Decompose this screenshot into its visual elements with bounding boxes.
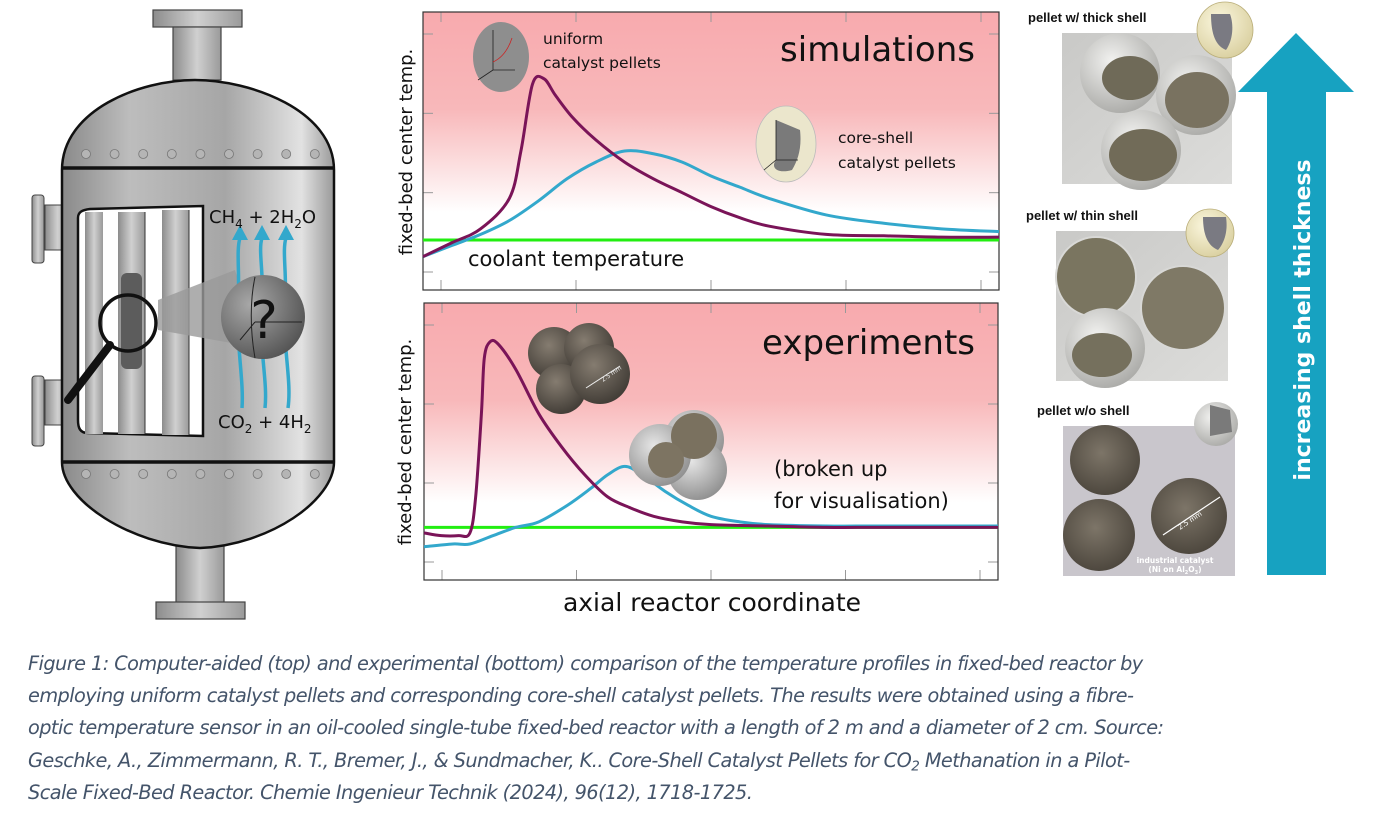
series-core-shell-pellets — [422, 149, 1000, 259]
rivet — [281, 149, 292, 159]
svg-text:?: ? — [250, 291, 278, 351]
cutaway-window — [76, 204, 205, 438]
uniform-pellets-photo: 2.5 mm — [528, 323, 630, 414]
rivet — [109, 469, 120, 479]
experiment-chart: 2.5 mm (broken up for visualisation) exp… — [395, 302, 999, 617]
rivet — [224, 469, 234, 479]
top-nozzle — [152, 9, 243, 81]
simulation-chart: uniform catalyst pellets simulations cor… — [396, 11, 1000, 291]
caption-line: Scale Fixed-Bed Reactor. Chemie Ingenieu… — [28, 780, 753, 804]
y-axis-label: fixed-bed center temp. — [396, 49, 417, 256]
rivet — [138, 149, 149, 159]
caption-line: employing uniform catalyst pellets and c… — [28, 684, 1134, 708]
rivet — [81, 149, 91, 159]
x-axis-label: axial reactor coordinate — [563, 588, 861, 617]
figure-caption: Figure 1: Computer-aided (top) and exper… — [28, 648, 1358, 809]
rivets-top — [81, 149, 320, 159]
rivet — [166, 149, 177, 159]
rivet — [252, 469, 263, 479]
rivet — [195, 149, 206, 159]
plot-frame — [423, 302, 999, 581]
bottom-nozzle — [155, 544, 246, 620]
caption-line: optic temperature sensor in an oil-coole… — [28, 716, 1164, 740]
rivet — [309, 149, 320, 159]
unknown-pellet-sphere: ? — [221, 275, 305, 359]
photo-thick-shell — [1062, 1, 1254, 190]
annotation-core-shell: core-shell catalyst pellets — [838, 129, 956, 172]
rivet — [166, 469, 177, 479]
annotation-coolant: coolant temperature — [468, 247, 684, 271]
chart-title-simulations: simulations — [780, 30, 975, 70]
series-uniform-pellets — [423, 338, 998, 539]
svg-text:industrial catalyst: industrial catalyst — [1137, 556, 1214, 565]
rivet — [138, 469, 149, 479]
increasing-thickness-arrow: increasing shell thickness — [1238, 33, 1354, 575]
core-shell-pellet-icon — [755, 105, 817, 183]
label-thick-shell: pellet w/ thick shell — [1028, 10, 1146, 25]
rivet — [281, 469, 292, 479]
reactor-illustration: ? CH4 + 2H2O CO2 + 4H2 — [31, 9, 336, 620]
plot-frame — [422, 11, 1000, 291]
label-no-shell: pellet w/o shell — [1037, 403, 1129, 418]
rivets-bottom — [81, 469, 320, 479]
core-shell-pellets-photo — [629, 410, 727, 500]
axis-ticks — [423, 12, 999, 290]
uniform-pellet-icon — [473, 22, 529, 92]
products-formula: CH4 + 2H2O — [209, 207, 316, 231]
svg-text:increasing shell thickness: increasing shell thickness — [1291, 159, 1316, 480]
series-uniform-pellets — [422, 74, 1000, 258]
chart-title-experiments: experiments — [762, 323, 975, 363]
svg-text:(Ni on Al2O3): (Ni on Al2O3) — [1148, 565, 1201, 576]
rivet — [309, 469, 320, 479]
annotation-broken-up: (broken up for visualisation) — [774, 457, 949, 513]
rivet — [109, 149, 120, 159]
rivet — [224, 149, 234, 159]
label-thin-shell: pellet w/ thin shell — [1026, 208, 1138, 223]
annotation-uniform: uniform catalyst pellets — [543, 30, 661, 72]
axis-ticks — [424, 303, 998, 580]
photo-no-shell: 2.5 mm industrial catalyst (Ni on Al2O3) — [1063, 402, 1238, 576]
caption-line: Figure 1: Computer-aided (top) and exper… — [28, 652, 1143, 675]
caption-line: Geschke, A., Zimmermann, R. T., Bremer, … — [28, 748, 1130, 774]
reactants-formula: CO2 + 4H2 — [218, 412, 312, 436]
photo-thin-shell — [1055, 208, 1235, 388]
y-axis-label: fixed-bed center temp. — [395, 339, 416, 546]
rivet — [81, 469, 91, 479]
pellet-photos-panel: pellet w/ thick shell pellet w/ thin she… — [1026, 1, 1354, 576]
rivet — [252, 149, 263, 159]
rivet — [195, 469, 206, 479]
